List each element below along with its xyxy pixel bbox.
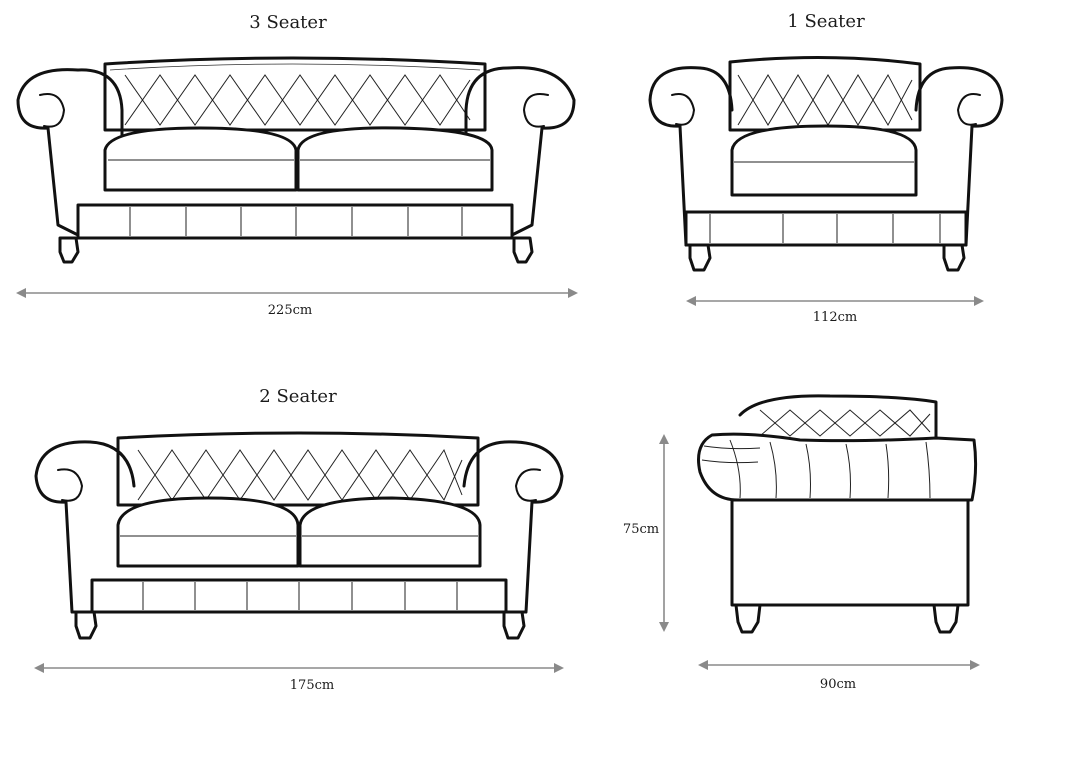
two-seater-width-label: 175cm (290, 678, 334, 693)
side-view-chair-drawing (697, 394, 978, 634)
side-view-depth-label: 90cm (820, 677, 856, 692)
side-view-height-dimension: 75cm (623, 434, 669, 632)
three-seater-view: 3 Seater (16, 12, 578, 318)
one-seater-width-dimension: 112cm (686, 296, 984, 325)
one-seater-width-label: 112cm (813, 310, 857, 325)
three-seater-width-dimension: 225cm (16, 288, 578, 318)
two-seater-width-dimension: 175cm (34, 663, 564, 693)
one-seater-title: 1 Seater (787, 11, 865, 32)
one-seater-view: 1 Seater 112cm (648, 11, 1004, 325)
two-seater-title: 2 Seater (259, 386, 337, 407)
one-seater-chair-drawing (648, 55, 1004, 272)
three-seater-width-label: 225cm (268, 303, 312, 318)
two-seater-view: 2 Seater 175cm (34, 386, 564, 693)
side-view: 75cm 90cm (623, 394, 980, 692)
two-seater-sofa-drawing (34, 431, 564, 640)
side-view-height-label: 75cm (623, 522, 659, 537)
side-view-depth-dimension: 90cm (698, 660, 980, 692)
three-seater-sofa-drawing (16, 56, 576, 264)
three-seater-title: 3 Seater (249, 12, 327, 33)
